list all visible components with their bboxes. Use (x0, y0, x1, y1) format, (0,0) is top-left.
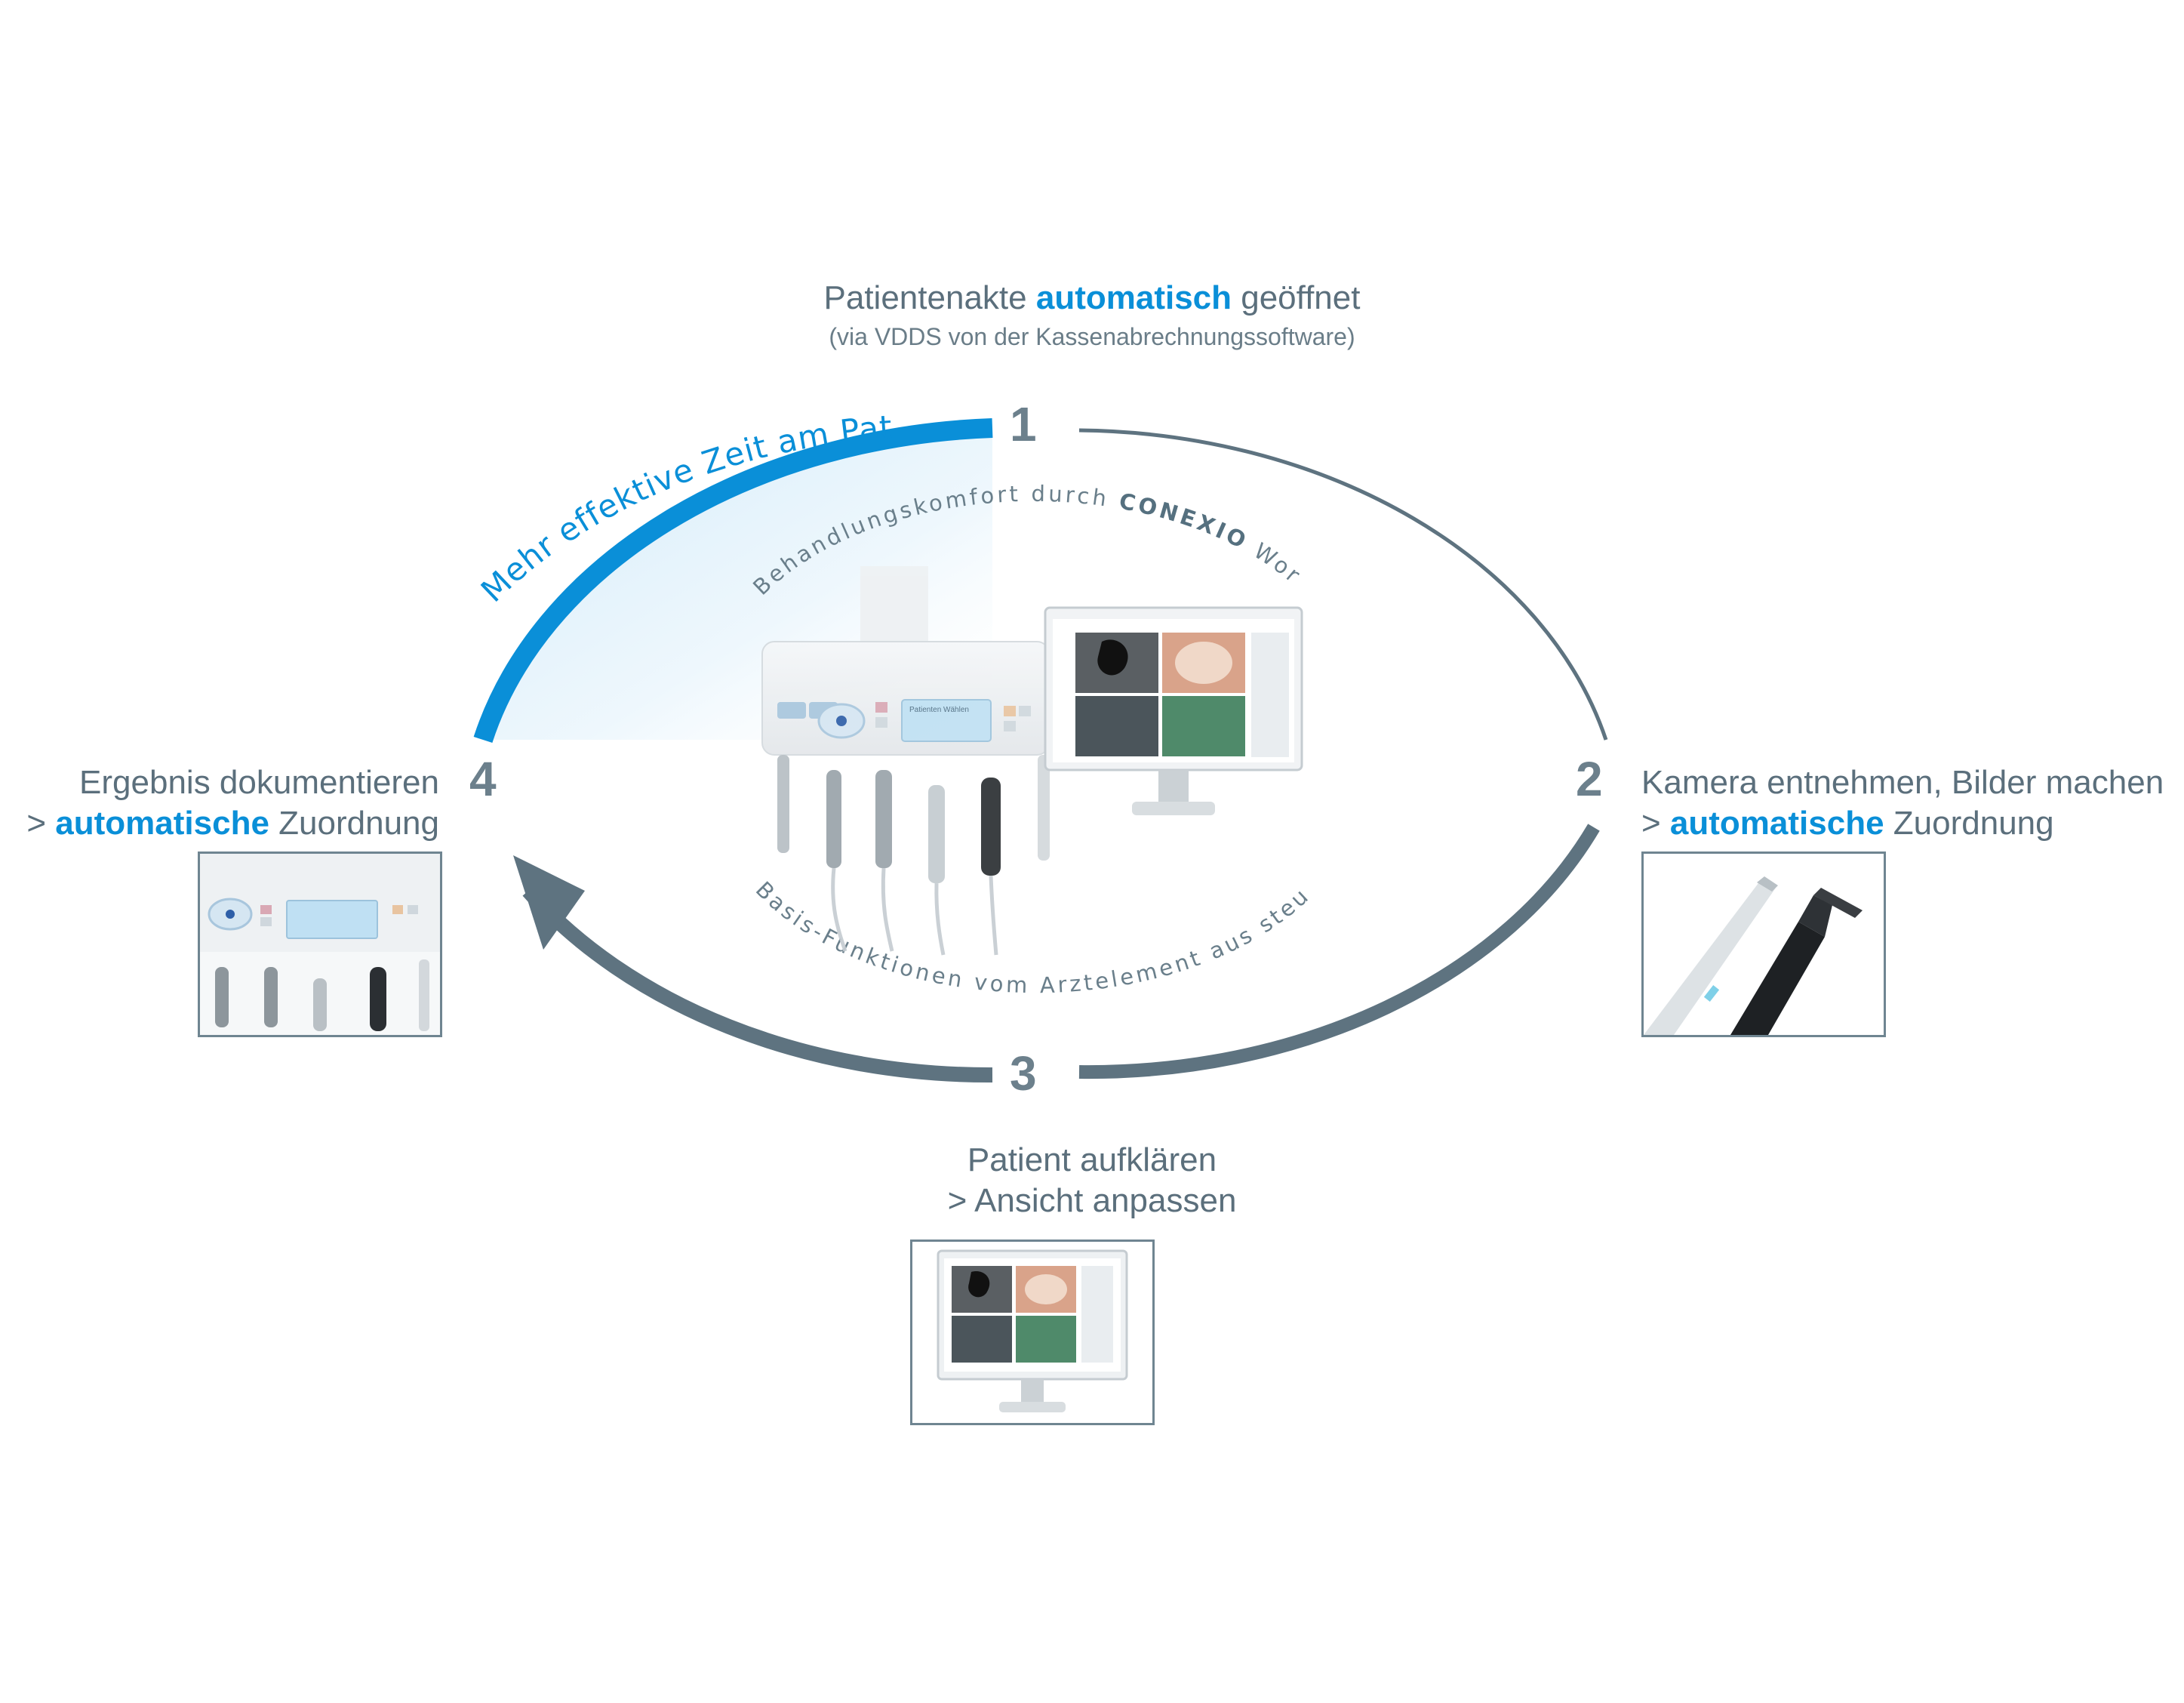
step-number-2: 2 (1576, 752, 1603, 806)
cycle-arrowhead (513, 855, 585, 950)
step-number-1: 1 (1010, 397, 1037, 451)
dental-unit-image: Patienten Wählen (761, 566, 1050, 956)
display-label: Patienten Wählen (909, 706, 969, 714)
step-1-subtitle: (via VDDS von der Kassenabrechnungssoftw… (829, 323, 1355, 350)
cycle-arc-2-3 (1078, 824, 1600, 1079)
step-1-title: Patientenakte automatisch geöffnet (823, 279, 1361, 316)
step-4-thumbnail (198, 852, 442, 1037)
step-3-thumbnail (910, 1240, 1155, 1425)
step-4-title: Ergebnis dokumentieren > automatische Zu… (26, 764, 439, 842)
step-number-4: 4 (469, 752, 497, 806)
step-2-title: Kamera entnehmen, Bilder machen > automa… (1641, 764, 2164, 842)
effective-time-arc (473, 418, 993, 744)
monitor-image (1044, 606, 1303, 815)
step-2-thumbnail (1641, 852, 1886, 1037)
step-3-title: Patient aufklären > Ansicht anpassen (947, 1141, 1237, 1219)
intraoral-camera-image (1644, 854, 1884, 1035)
cycle-arc-3-4 (522, 885, 993, 1083)
step-number-3: 3 (1010, 1046, 1037, 1101)
cycle-arc-1-2 (1078, 428, 1608, 741)
